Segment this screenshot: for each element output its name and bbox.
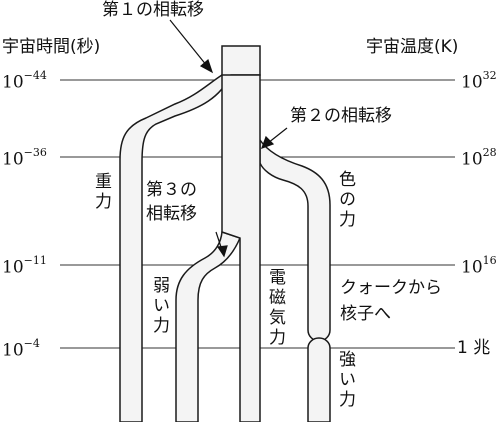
quark-annotation-line1: クォークから bbox=[340, 278, 442, 298]
strong-force-branch bbox=[307, 337, 331, 422]
electromagnetic-trunk bbox=[221, 74, 261, 422]
quark-annotation-line2: 核子へ bbox=[340, 304, 391, 324]
first-transition-arrow bbox=[169, 19, 208, 67]
right-tick-2: 1028 bbox=[461, 146, 497, 170]
left-axis-title: 宇宙時間(秒) bbox=[2, 37, 101, 57]
third-transition-arrowhead bbox=[216, 245, 228, 258]
electromagnetic-force-label: 電磁気力 bbox=[265, 268, 285, 348]
third-transition-label-line2: 相転移 bbox=[146, 204, 197, 224]
left-tick-4: 10−4 bbox=[2, 337, 40, 361]
first-transition-label: 第１の相転移 bbox=[102, 0, 204, 20]
right-tick-3: 1016 bbox=[461, 254, 497, 278]
second-transition-arrow bbox=[267, 127, 288, 144]
third-transition-label-line1: 第３の bbox=[146, 180, 197, 200]
right-tick-4: 1 兆 bbox=[457, 338, 491, 358]
color-force-label: 色の力 bbox=[335, 170, 355, 230]
gravity-label: 重力 bbox=[91, 172, 111, 212]
first-transition-arrowhead bbox=[199, 58, 214, 74]
left-tick-2: 10−36 bbox=[2, 146, 47, 170]
second-transition-arrowhead bbox=[260, 135, 275, 150]
left-tick-3: 10−11 bbox=[2, 254, 47, 278]
left-tick-1: 10−44 bbox=[2, 69, 47, 93]
weak-force-label: 弱い力 bbox=[149, 276, 169, 336]
strong-force-label: 強い力 bbox=[335, 350, 355, 410]
second-transition-label: 第２の相転移 bbox=[290, 106, 392, 126]
right-tick-1: 1032 bbox=[461, 69, 497, 93]
gravity-branch bbox=[119, 45, 261, 422]
weak-force-branch bbox=[175, 230, 242, 422]
right-axis-title: 宇宙温度(K) bbox=[366, 37, 459, 57]
